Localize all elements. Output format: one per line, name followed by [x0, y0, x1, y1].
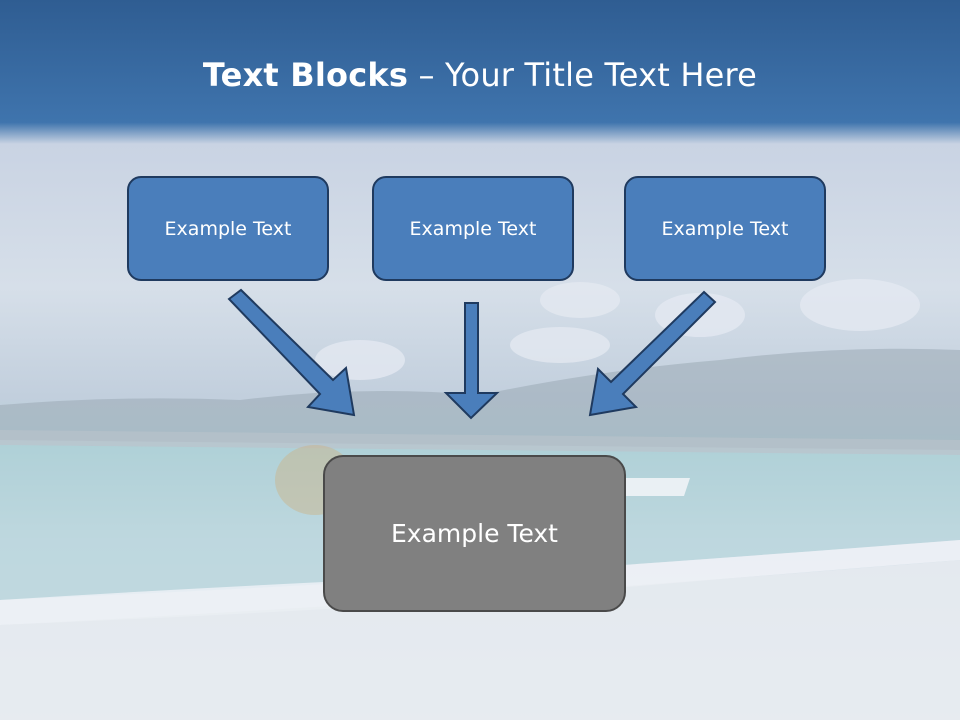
text-block-2[interactable]: Example Text [372, 176, 574, 281]
text-block-1-label: Example Text [164, 217, 292, 240]
arrow-right-diagonal [588, 290, 717, 417]
text-block-3-label: Example Text [661, 217, 789, 240]
arrow-center-down [443, 302, 500, 420]
text-block-2-label: Example Text [409, 217, 537, 240]
main-text-block-label: Example Text [391, 519, 558, 548]
slide-title: Text Blocks – Your Title Text Here [0, 56, 960, 94]
text-block-3[interactable]: Example Text [624, 176, 826, 281]
text-block-1[interactable]: Example Text [127, 176, 329, 281]
arrow-left-diagonal [227, 288, 356, 417]
main-text-block[interactable]: Example Text [323, 455, 626, 612]
title-bold: Text Blocks [202, 56, 409, 94]
title-rest: – Your Title Text Here [408, 56, 758, 94]
